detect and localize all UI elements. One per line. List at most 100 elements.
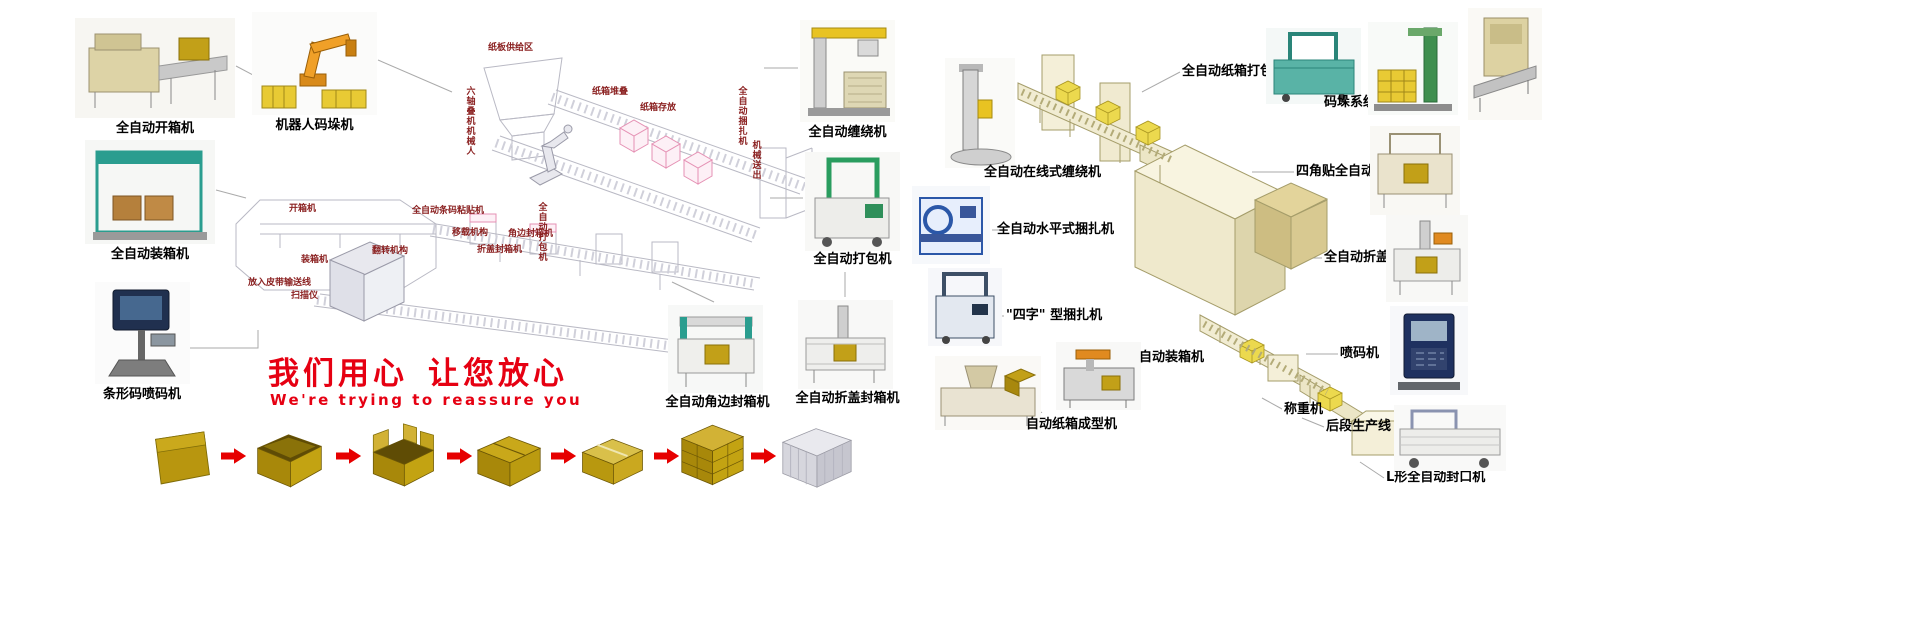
carton-former-illustration — [935, 356, 1041, 430]
robot-palletizer-photo — [252, 12, 377, 115]
diagram-label-transfer-unit: 移载机构 — [452, 228, 489, 238]
horizontal-strapper-label: 全自动水平式捆扎机 — [997, 222, 1115, 237]
barcode-printer-label: 条形码喷码机 — [102, 387, 181, 402]
barcode-printer-illustration — [95, 282, 190, 384]
diagram-label-case-opener: 开箱机 — [289, 204, 317, 214]
four-type-strapper-illustration — [928, 268, 1002, 346]
horizontal-strapper-photo — [912, 186, 990, 264]
carton-opener-label: 全自动开箱机 — [115, 121, 194, 136]
process-arrow-icon — [654, 447, 680, 465]
diagram-label-auto-strapper-mid: 全自动打包机 — [536, 202, 547, 262]
l-sealer-photo — [1394, 405, 1506, 471]
closing-carton-illustration — [476, 436, 542, 487]
corner-sealer-photo — [668, 305, 763, 393]
four-corner-sealer-photo — [1370, 126, 1460, 215]
stage-sealed-carton — [575, 426, 650, 488]
center-line-diagram — [235, 57, 813, 358]
inline-wrapper-label: 全自动在线式缠绕机 — [984, 165, 1102, 180]
flap-fold-sealer-photo — [1386, 215, 1468, 302]
palletizing-system-illustration — [1368, 22, 1458, 115]
carton-box-strapper-photo — [1266, 28, 1361, 104]
palletizer-unit-photo — [1468, 8, 1542, 120]
weigher-label: 称重机 — [1284, 402, 1324, 417]
strapper-illustration — [805, 152, 900, 251]
corner-sealer-illustration — [668, 305, 763, 393]
inkjet-printer-illustration — [1390, 306, 1468, 395]
auto-case-packer-label: 自动装箱机 — [1139, 350, 1205, 365]
auto-case-packer-photo — [1056, 342, 1141, 410]
four-corner-sealer-illustration — [1370, 126, 1460, 215]
slogan-cn-right: 让您放心 — [428, 356, 568, 392]
palletizer-unit-illustration — [1468, 8, 1542, 120]
diagram-label-case-packer-small: 装箱机 — [301, 255, 329, 265]
carton-former-label: 自动纸箱成型机 — [1026, 417, 1118, 432]
stage-wrapped-pallet — [775, 418, 858, 490]
diagram-label-board-supply: 纸板供给区 — [488, 43, 534, 53]
l-sealer-label: L形全自动封口机 — [1386, 470, 1486, 485]
diagram-label-machine-out: 机械送出 — [750, 140, 761, 180]
carton-box-strapper-illustration — [1266, 28, 1361, 104]
wrapped-pallet-illustration — [781, 428, 853, 488]
diagram-label-turnover-unit: 翻转机构 — [372, 246, 409, 256]
stage-open-carton — [248, 420, 330, 490]
stretch-wrapper-label: 全自动缠绕机 — [808, 125, 887, 140]
diagram-label-carton-stack: 纸箱堆叠 — [592, 87, 629, 97]
case-packer-label: 全自动装箱机 — [110, 247, 189, 262]
stretch-wrapper-illustration — [800, 20, 895, 122]
carton-box-strapper-label: 全自动纸箱打包机 — [1182, 64, 1287, 79]
stretch-wrapper-photo — [800, 20, 895, 122]
process-arrow-icon — [751, 447, 777, 465]
l-sealer-illustration — [1394, 405, 1506, 471]
carton-opener-illustration — [75, 18, 235, 118]
carton-former-photo — [935, 356, 1041, 430]
slogan-chinese: 我们用心让您放心 — [268, 348, 568, 393]
inline-wrapper-illustration — [945, 58, 1015, 168]
palletizing-system-photo — [1368, 22, 1458, 115]
flap-fold-sealer-illustration — [1386, 215, 1468, 302]
diagram-label-carton-storage: 纸箱存放 — [640, 103, 677, 113]
flap-sealer-illustration — [798, 300, 893, 389]
process-arrow-icon — [551, 447, 577, 465]
slogan-cn-left: 我们用心 — [268, 356, 408, 392]
inline-wrapper-photo — [945, 58, 1015, 168]
pallet-stack-illustration — [680, 424, 745, 486]
flat-carton-illustration — [155, 431, 210, 485]
stage-flat-blank — [150, 424, 215, 489]
four-type-strapper-photo — [928, 268, 1002, 346]
barcode-printer-photo — [95, 282, 190, 384]
flaps-open-carton-illustration — [372, 423, 434, 487]
right-line-diagram — [1017, 54, 1426, 456]
diagram-label-scanner: 扫描仪 — [291, 291, 319, 301]
strapper-photo — [805, 152, 900, 251]
corner-sealer-label: 全自动角边封箱机 — [665, 395, 770, 410]
strapper-label: 全自动打包机 — [813, 252, 892, 267]
horizontal-strapper-illustration — [912, 186, 990, 264]
diagram-label-fold-cover-sealer: 折盖封箱机 — [477, 245, 523, 255]
palletizing-system-label: 码垛系统 — [1324, 95, 1377, 110]
inkjet-printer-photo — [1390, 306, 1468, 395]
carton-opener-photo — [75, 18, 235, 118]
sealed-carton-illustration — [581, 438, 644, 485]
four-type-strapper-label: "四字" 型捆扎机 — [1006, 308, 1103, 323]
diagram-label-auto-strapping: 全自动捆扎机 — [736, 86, 747, 146]
slogan-english: We're trying to reassure you — [270, 391, 583, 409]
stage-closing-carton — [470, 424, 548, 489]
flap-sealer-label: 全自动折盖封箱机 — [795, 391, 900, 406]
inkjet-printer-label: 喷码机 — [1340, 346, 1380, 361]
process-arrow-icon — [447, 447, 473, 465]
robot-palletizer-label: 机器人码垛机 — [275, 118, 354, 133]
case-packer-photo — [85, 140, 215, 244]
diagram-label-six-axis-robot: 六轴叠机机械人 — [464, 86, 475, 156]
case-packer-illustration — [85, 140, 215, 244]
flap-sealer-photo — [798, 300, 893, 389]
diagram-label-corner-edge-sealer: 角边封箱机 — [508, 229, 554, 239]
backend-line-label: 后段生产线 — [1326, 419, 1392, 434]
stage-pallet-stack — [676, 416, 748, 488]
diagram-label-barcode-labeler: 全自动条码粘贴机 — [412, 206, 485, 216]
robot-palletizer-illustration — [252, 12, 377, 115]
open-carton-illustration — [257, 434, 322, 488]
diagram-label-belt-line: 放入皮带输送线 — [248, 278, 312, 288]
process-arrow-icon — [221, 447, 247, 465]
